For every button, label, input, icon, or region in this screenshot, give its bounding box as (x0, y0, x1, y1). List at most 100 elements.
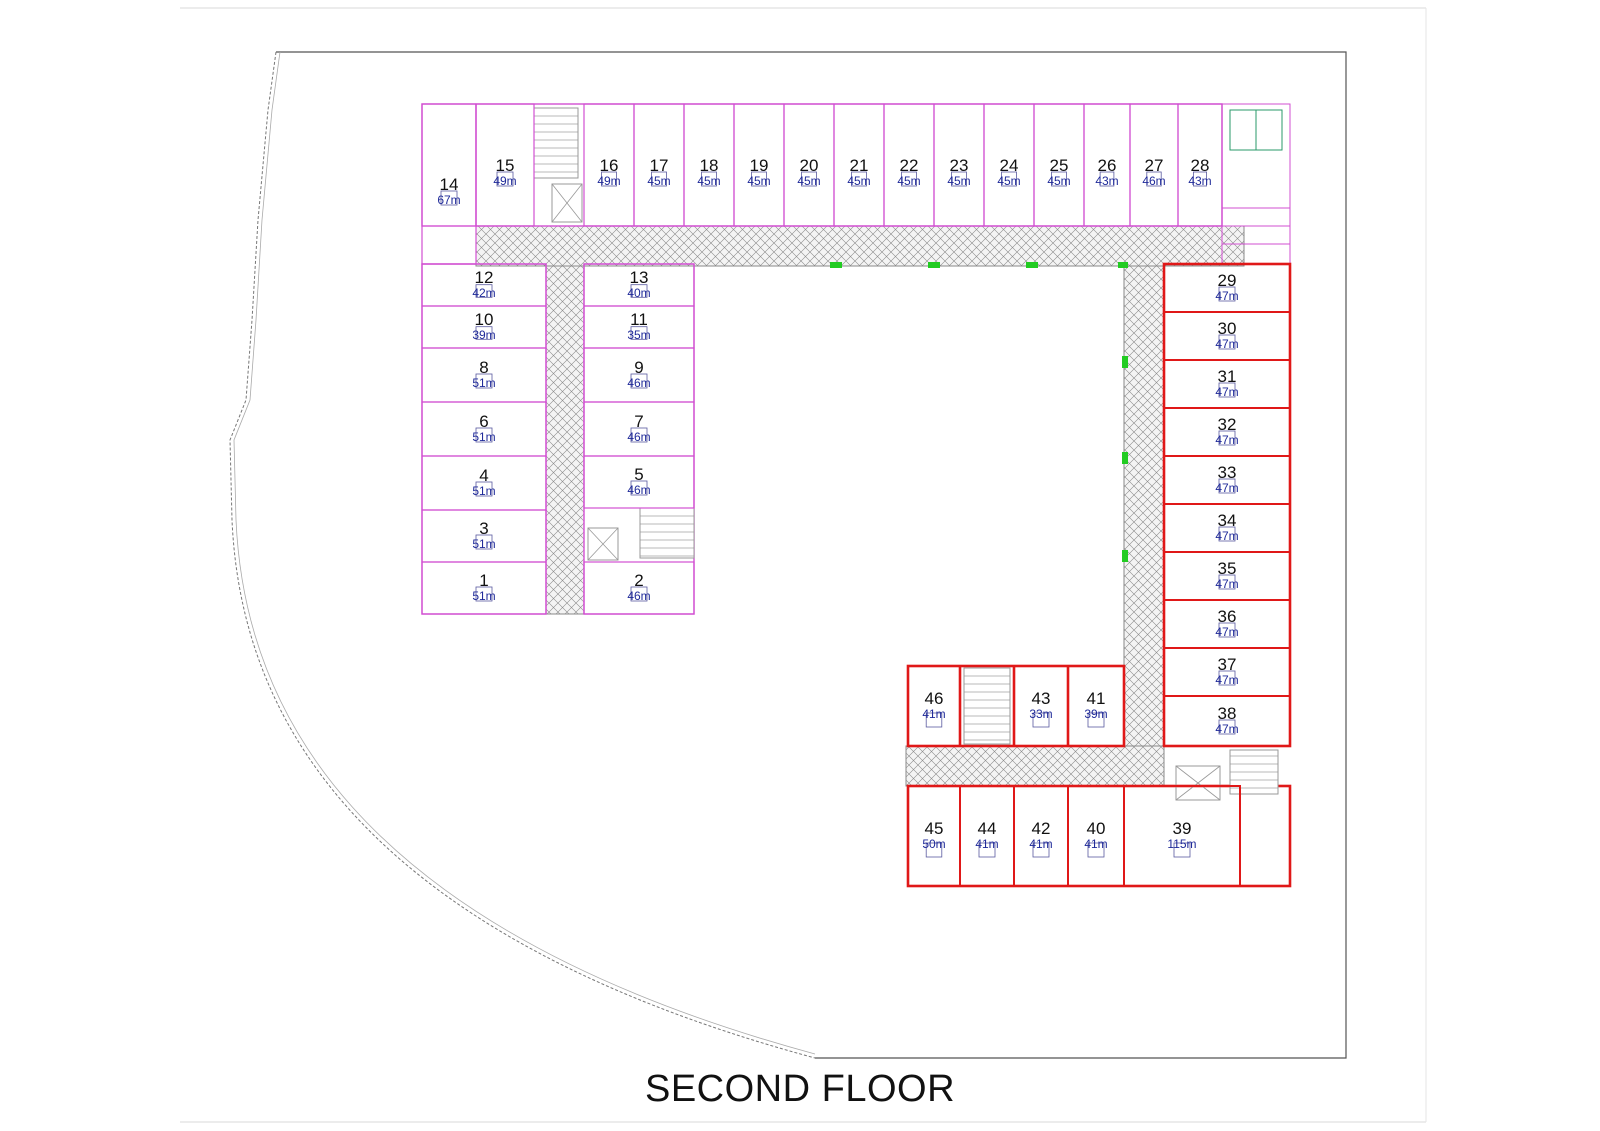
bathroom-fixture (440, 190, 458, 206)
room-outline (1013, 665, 1069, 747)
bathroom-fixture (1087, 842, 1105, 858)
room-number: 25 (1050, 156, 1069, 175)
bathroom-fixture (1193, 171, 1208, 187)
bathroom-fixture (630, 373, 648, 389)
room-area: 43m (1095, 174, 1118, 188)
courtyard-windows (830, 262, 1128, 562)
room-number: 22 (900, 156, 919, 175)
bathroom-fixture (475, 534, 493, 550)
room-outline (583, 263, 695, 307)
bathroom-fixture (1218, 478, 1236, 494)
room-area: 45m (647, 174, 670, 188)
room-number: 1 (479, 571, 488, 590)
bathroom-fixture (496, 171, 514, 187)
room-area: 41m (1029, 837, 1052, 851)
rooms-layer: 151m246m351m451m546m651m746m851m946m1039… (421, 103, 1291, 887)
bathroom-fixture (925, 712, 943, 728)
bathroom-fixture (1218, 719, 1236, 735)
room-area: 45m (797, 174, 820, 188)
room-number: 9 (634, 358, 643, 377)
room-number: 39 (1173, 819, 1192, 838)
room-area: 45m (847, 174, 870, 188)
bathroom-fixture (630, 326, 648, 340)
room-area: 47m (1215, 577, 1238, 591)
bathroom-fixture (1032, 842, 1050, 858)
room-number: 30 (1218, 319, 1237, 338)
room-number: 6 (479, 412, 488, 431)
room-number: 14 (440, 175, 459, 194)
room-number: 37 (1218, 655, 1237, 674)
corridors (475, 225, 1245, 787)
room-number: 42 (1032, 819, 1051, 838)
bathroom-fixture (701, 171, 717, 187)
room-number: 38 (1218, 704, 1237, 723)
room-area: 39m (472, 328, 495, 342)
room-area: 47m (1215, 385, 1238, 399)
room-area: 47m (1215, 673, 1238, 687)
bathroom-fixture (1218, 622, 1236, 638)
room-number: 33 (1218, 463, 1237, 482)
room-area: 47m (1215, 433, 1238, 447)
room-area: 47m (1215, 529, 1238, 543)
room-area: 50m (922, 837, 945, 851)
room-number: 13 (630, 268, 649, 287)
room-area: 45m (1047, 174, 1070, 188)
room-number: 27 (1145, 156, 1164, 175)
bathroom-fixture (630, 586, 648, 602)
bathroom-fixture (1032, 712, 1050, 728)
room-outline (421, 263, 547, 307)
room-area: 51m (472, 589, 495, 603)
bathroom-fixture (651, 171, 667, 187)
room-number: 3 (479, 519, 488, 538)
room-area: 41m (1084, 837, 1107, 851)
site-boundary (229, 51, 1347, 1059)
sheet-frame (180, 7, 1427, 1123)
bathroom-fixture (801, 171, 817, 187)
room-area: 41m (922, 707, 945, 721)
room-number: 35 (1218, 559, 1237, 578)
bathroom-fixture (1218, 382, 1236, 398)
bathroom-fixture (851, 171, 867, 187)
bathroom-fixture (1218, 670, 1236, 686)
room-area: 45m (897, 174, 920, 188)
bathroom-fixture (475, 326, 493, 340)
room-area: 67m (437, 193, 460, 207)
room-area: 47m (1215, 625, 1238, 639)
bathroom-fixture (951, 171, 967, 187)
room-number: 29 (1218, 271, 1237, 290)
room-area: 46m (627, 430, 650, 444)
room-area: 51m (472, 376, 495, 390)
room-number: 16 (600, 156, 619, 175)
room-number: 40 (1087, 819, 1106, 838)
room-outline (907, 665, 961, 747)
room-number: 8 (479, 358, 488, 377)
room-number: 24 (1000, 156, 1019, 175)
room-number: 28 (1191, 156, 1210, 175)
